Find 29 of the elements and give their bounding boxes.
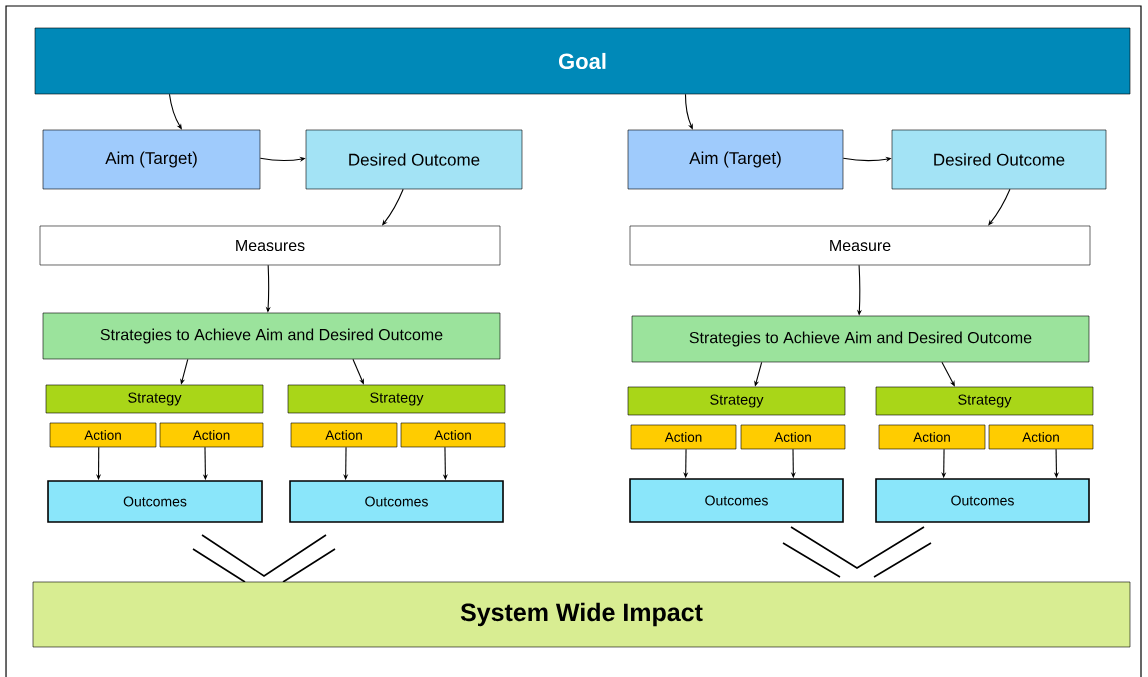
measures-box: Measure [629,225,1091,266]
action-box: Action [740,424,846,450]
action-box: Action [400,422,506,448]
strategy-box: Strategy [875,386,1094,416]
outcome-box: Desired Outcome [891,129,1107,190]
aim-box: Aim (Target) [627,129,844,190]
impact-banner: System Wide Impact [32,581,1131,648]
arrow [168,93,182,130]
action-box: Action [630,424,737,450]
outcomes-box: Outcomes [47,480,263,523]
goal-banner: Goal [34,27,1131,95]
action-box: Action [988,424,1094,450]
strategies-box: Strategies to Achieve Aim and Desired Outcome [631,315,1090,363]
aim-box: Aim (Target) [42,129,261,190]
outcomes-box: Outcomes [289,480,504,523]
action-box: Action [290,422,398,448]
action-box: Action [878,424,986,450]
action-box: Action [159,422,264,448]
outcome-box: Desired Outcome [305,129,523,190]
arrow [941,361,955,387]
arrow [988,188,1011,226]
strategies-box: Strategies to Achieve Aim and Desired Outcome [42,312,501,360]
strategy-box: Strategy [45,384,264,414]
outcomes-box: Outcomes [629,478,844,523]
action-box: Action [49,422,157,448]
outcomes-box: Outcomes [875,478,1090,523]
strategy-box: Strategy [287,384,506,414]
strategy-box: Strategy [627,386,846,416]
measures-box: Measures [39,225,501,266]
